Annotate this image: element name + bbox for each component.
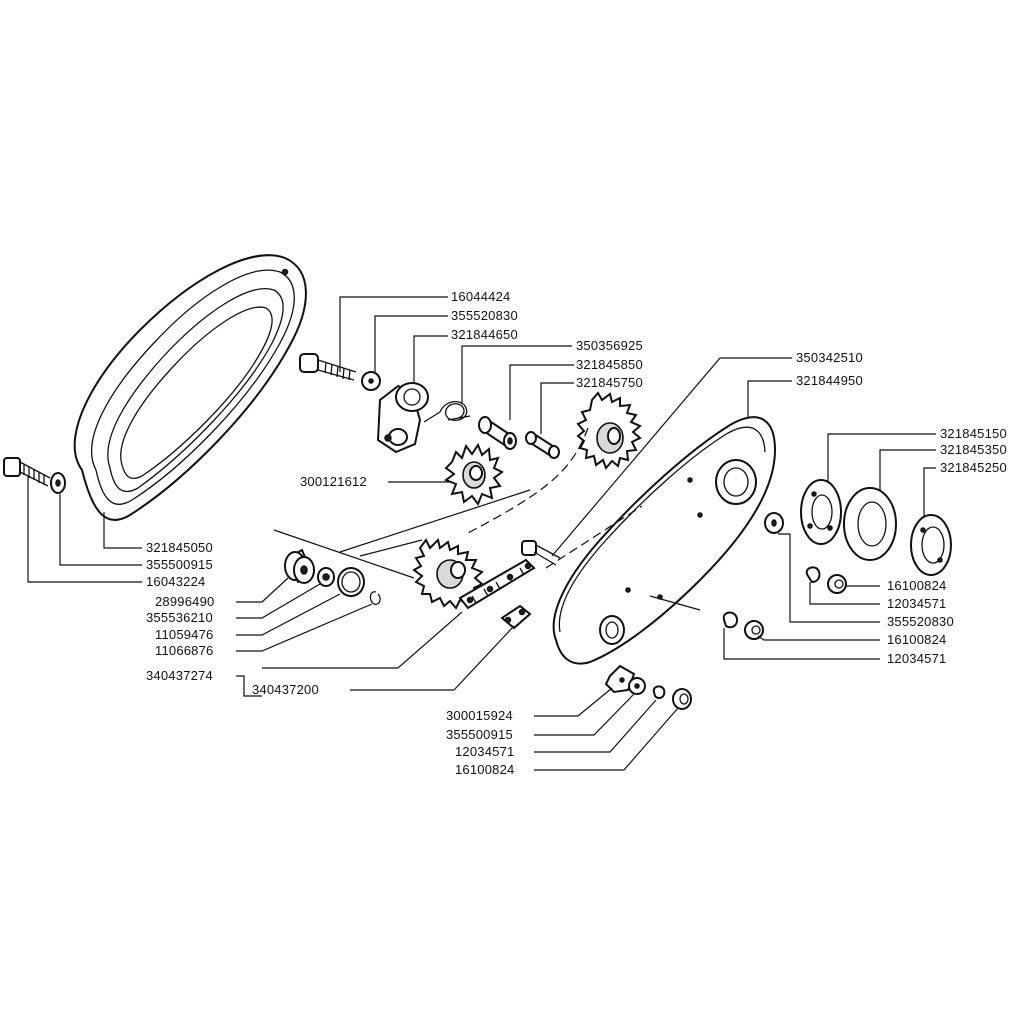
chain-340437274 xyxy=(458,558,536,610)
nut-16100824-a xyxy=(827,574,847,594)
label-28996490: 28996490 xyxy=(155,594,214,609)
label-12034571-a: 12034571 xyxy=(887,596,946,611)
bolt-16043224 xyxy=(3,457,51,487)
leader-lines xyxy=(27,296,936,771)
washer-355520830-top xyxy=(361,371,381,391)
flange-321845150 xyxy=(800,479,842,545)
label-16100824-b: 16100824 xyxy=(887,632,946,647)
label-12034571-b: 12034571 xyxy=(887,651,946,666)
nut-16100824-b xyxy=(744,620,764,640)
label-300015924: 300015924 xyxy=(446,708,513,723)
washer-355536210 xyxy=(317,567,335,587)
washer-355500915-bottom xyxy=(628,677,646,695)
clip-11066876 xyxy=(369,591,381,605)
label-11059476: 11059476 xyxy=(155,627,213,642)
sprocket-upper-large xyxy=(576,391,642,470)
part-number-labels: 16044424 355520830 321844650 350356925 3… xyxy=(146,289,1007,777)
label-355520830-top: 355520830 xyxy=(451,308,518,323)
belt-guard-321845050 xyxy=(73,254,307,521)
bracket-300015924 xyxy=(604,664,636,694)
label-321845850: 321845850 xyxy=(576,357,643,372)
ring-11059476 xyxy=(337,567,365,597)
label-16100824-c: 16100824 xyxy=(455,762,514,777)
label-355520830-right: 355520830 xyxy=(887,614,954,629)
label-355500915-bottom: 355500915 xyxy=(446,727,513,742)
bolt-350342510 xyxy=(521,540,561,566)
label-11066876: 11066876 xyxy=(155,643,213,658)
label-340437274: 340437274 xyxy=(146,668,213,683)
bolt-16044424 xyxy=(299,353,357,381)
label-321844950: 321844950 xyxy=(796,373,863,388)
bushing-28996490 xyxy=(284,548,315,584)
label-350356925: 350356925 xyxy=(576,338,643,353)
label-321845750: 321845750 xyxy=(576,375,643,390)
label-300121612: 300121612 xyxy=(300,474,367,489)
washer-355500915-left xyxy=(50,472,66,494)
sprocket-lower xyxy=(412,538,484,610)
flange-321845250 xyxy=(910,514,952,576)
label-16100824-a: 16100824 xyxy=(887,578,946,593)
label-321845050: 321845050 xyxy=(146,540,213,555)
label-321845250: 321845250 xyxy=(940,460,1007,475)
label-350342510: 350342510 xyxy=(796,350,863,365)
washer-355520830-right xyxy=(764,512,784,534)
seal-321845350 xyxy=(843,487,897,561)
label-355500915-left: 355500915 xyxy=(146,557,213,572)
label-321845350: 321845350 xyxy=(940,442,1007,457)
chain-cover-321844950 xyxy=(552,416,777,665)
label-340437200: 340437200 xyxy=(252,682,319,697)
label-12034571-c: 12034571 xyxy=(455,744,514,759)
nut-16100824-c xyxy=(672,688,692,710)
lockwasher-12034571-a xyxy=(805,566,821,584)
lockwasher-12034571-b xyxy=(722,611,738,629)
lockwasher-12034571-c xyxy=(652,685,666,699)
tensioner-arm-321844650 xyxy=(376,382,429,454)
label-355536210: 355536210 xyxy=(146,610,213,625)
label-321844650: 321844650 xyxy=(451,327,518,342)
pin-321845750 xyxy=(525,431,560,459)
label-321845150: 321845150 xyxy=(940,426,1007,441)
label-16043224: 16043224 xyxy=(146,574,205,589)
assembly-guide-lines xyxy=(273,427,701,611)
spring-350356925 xyxy=(423,401,471,423)
label-16044424: 16044424 xyxy=(451,289,510,304)
bushing-321845850 xyxy=(478,416,517,450)
chain-link-340437200 xyxy=(500,604,532,630)
sprocket-300121612 xyxy=(443,442,504,507)
